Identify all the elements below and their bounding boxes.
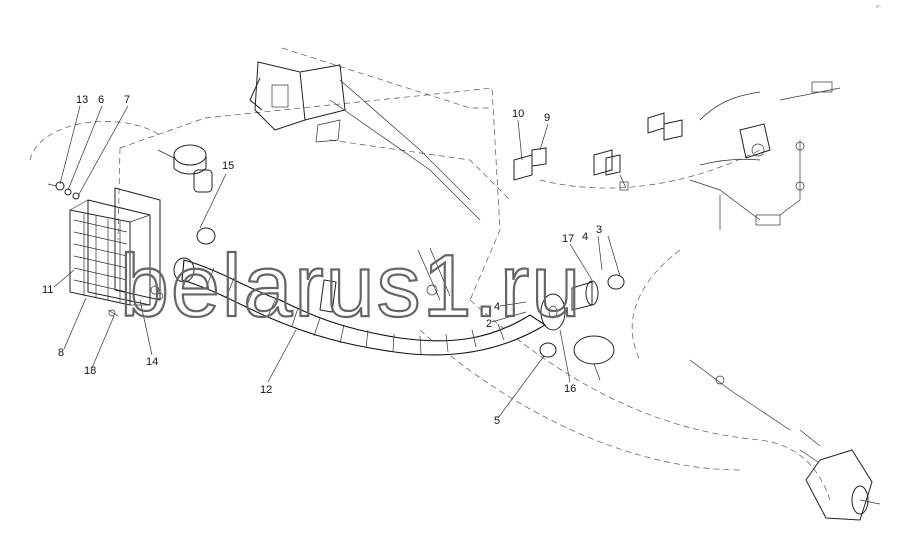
callout-label: 8: [58, 347, 64, 359]
hydraulic-pump: [799, 449, 881, 521]
oil-cooler: [69, 187, 164, 306]
callout-label: 11: [42, 284, 53, 296]
watermark: belarus1.ru: [120, 236, 582, 335]
callout-label: 6: [98, 94, 104, 106]
hydraulic-lines: [689, 81, 841, 447]
hose-clamps: [196, 227, 625, 381]
frame-outline: [29, 47, 831, 501]
callout-label: 18: [84, 365, 96, 377]
cooler-grille: [73, 214, 128, 302]
callout-label: 9: [544, 112, 550, 124]
fittings-left: [47, 181, 119, 317]
callout-label: 17: [562, 233, 574, 245]
callout-label: 4: [494, 301, 500, 313]
callout-labels: 13 6 7 15 11 8 18 14 12 10 9 17 4 3 4 2 …: [42, 94, 602, 427]
callout-label: 16: [564, 383, 576, 395]
filter-assembly: [157, 144, 213, 193]
flange: [540, 280, 599, 331]
callout-label: 2: [486, 318, 492, 330]
callout-label: 10: [512, 108, 524, 120]
callout-label: 14: [146, 356, 158, 368]
callout-label: 3: [596, 224, 602, 236]
callout-label: 15: [222, 160, 234, 172]
clips: [513, 112, 683, 191]
callout-label: 7: [124, 94, 130, 106]
callout-label: 4: [582, 231, 588, 243]
leader-lines: [53, 105, 621, 419]
callout-label: 5: [494, 415, 500, 427]
support-rod: [319, 247, 451, 313]
corner-mark: ª°: [876, 5, 881, 11]
callout-label: 13: [76, 94, 88, 106]
mounting-bracket: [249, 61, 481, 221]
callout-label: 12: [260, 384, 272, 396]
